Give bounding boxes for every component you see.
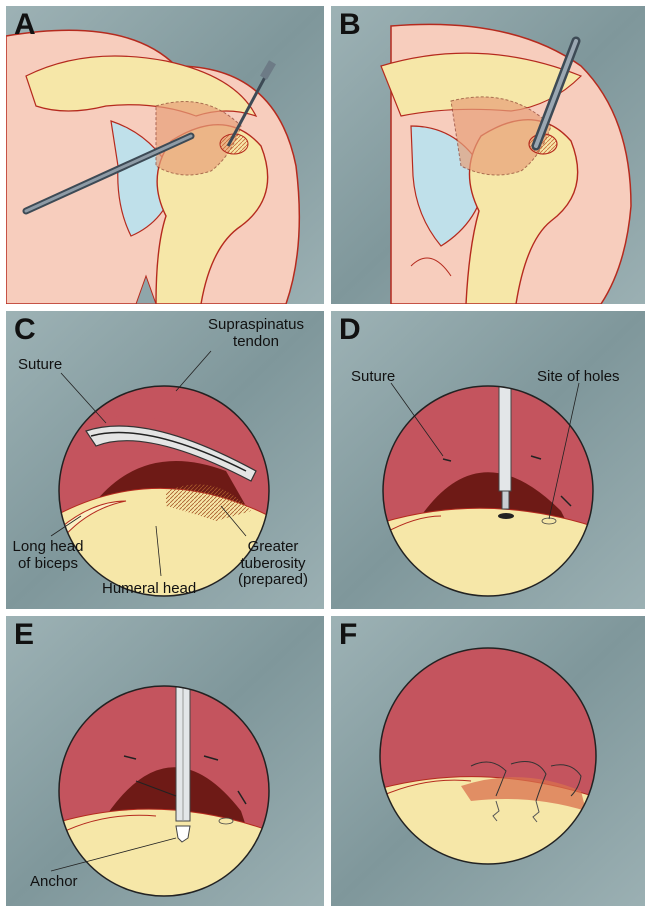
label-supraspinatus: Supraspinatus tendon: [196, 317, 316, 350]
panel-a-illustration: [6, 6, 324, 304]
panel-letter-c: C: [14, 315, 36, 345]
label-anchor: Anchor: [30, 874, 78, 891]
panel-letter-e: E: [14, 620, 34, 650]
panel-letter-a: A: [14, 10, 36, 40]
panel-a: A: [6, 6, 324, 304]
label-suture: Suture: [351, 369, 395, 386]
label-site-of-holes: Site of holes: [537, 369, 620, 386]
panel-c: C Supraspinatus tendon Suture Long head …: [6, 311, 324, 609]
panel-f: F: [331, 616, 645, 906]
panel-e: E Anchor: [6, 616, 324, 906]
panel-d-illustration: [331, 311, 645, 609]
panel-letter-d: D: [339, 315, 361, 345]
panel-b: B: [331, 6, 645, 304]
panel-letter-f: F: [339, 620, 357, 650]
label-humeral-head: Humeral head: [102, 581, 196, 598]
panel-f-illustration: [331, 616, 645, 906]
panel-letter-b: B: [339, 10, 361, 40]
label-long-head: Long head of biceps: [8, 539, 88, 572]
label-greater-tuberosity: Greater tuberosity (prepared): [228, 539, 318, 589]
panel-e-illustration: [6, 616, 324, 906]
panel-d: D Suture Site of holes: [331, 311, 645, 609]
panel-b-illustration: [331, 6, 645, 304]
label-suture: Suture: [18, 357, 62, 374]
